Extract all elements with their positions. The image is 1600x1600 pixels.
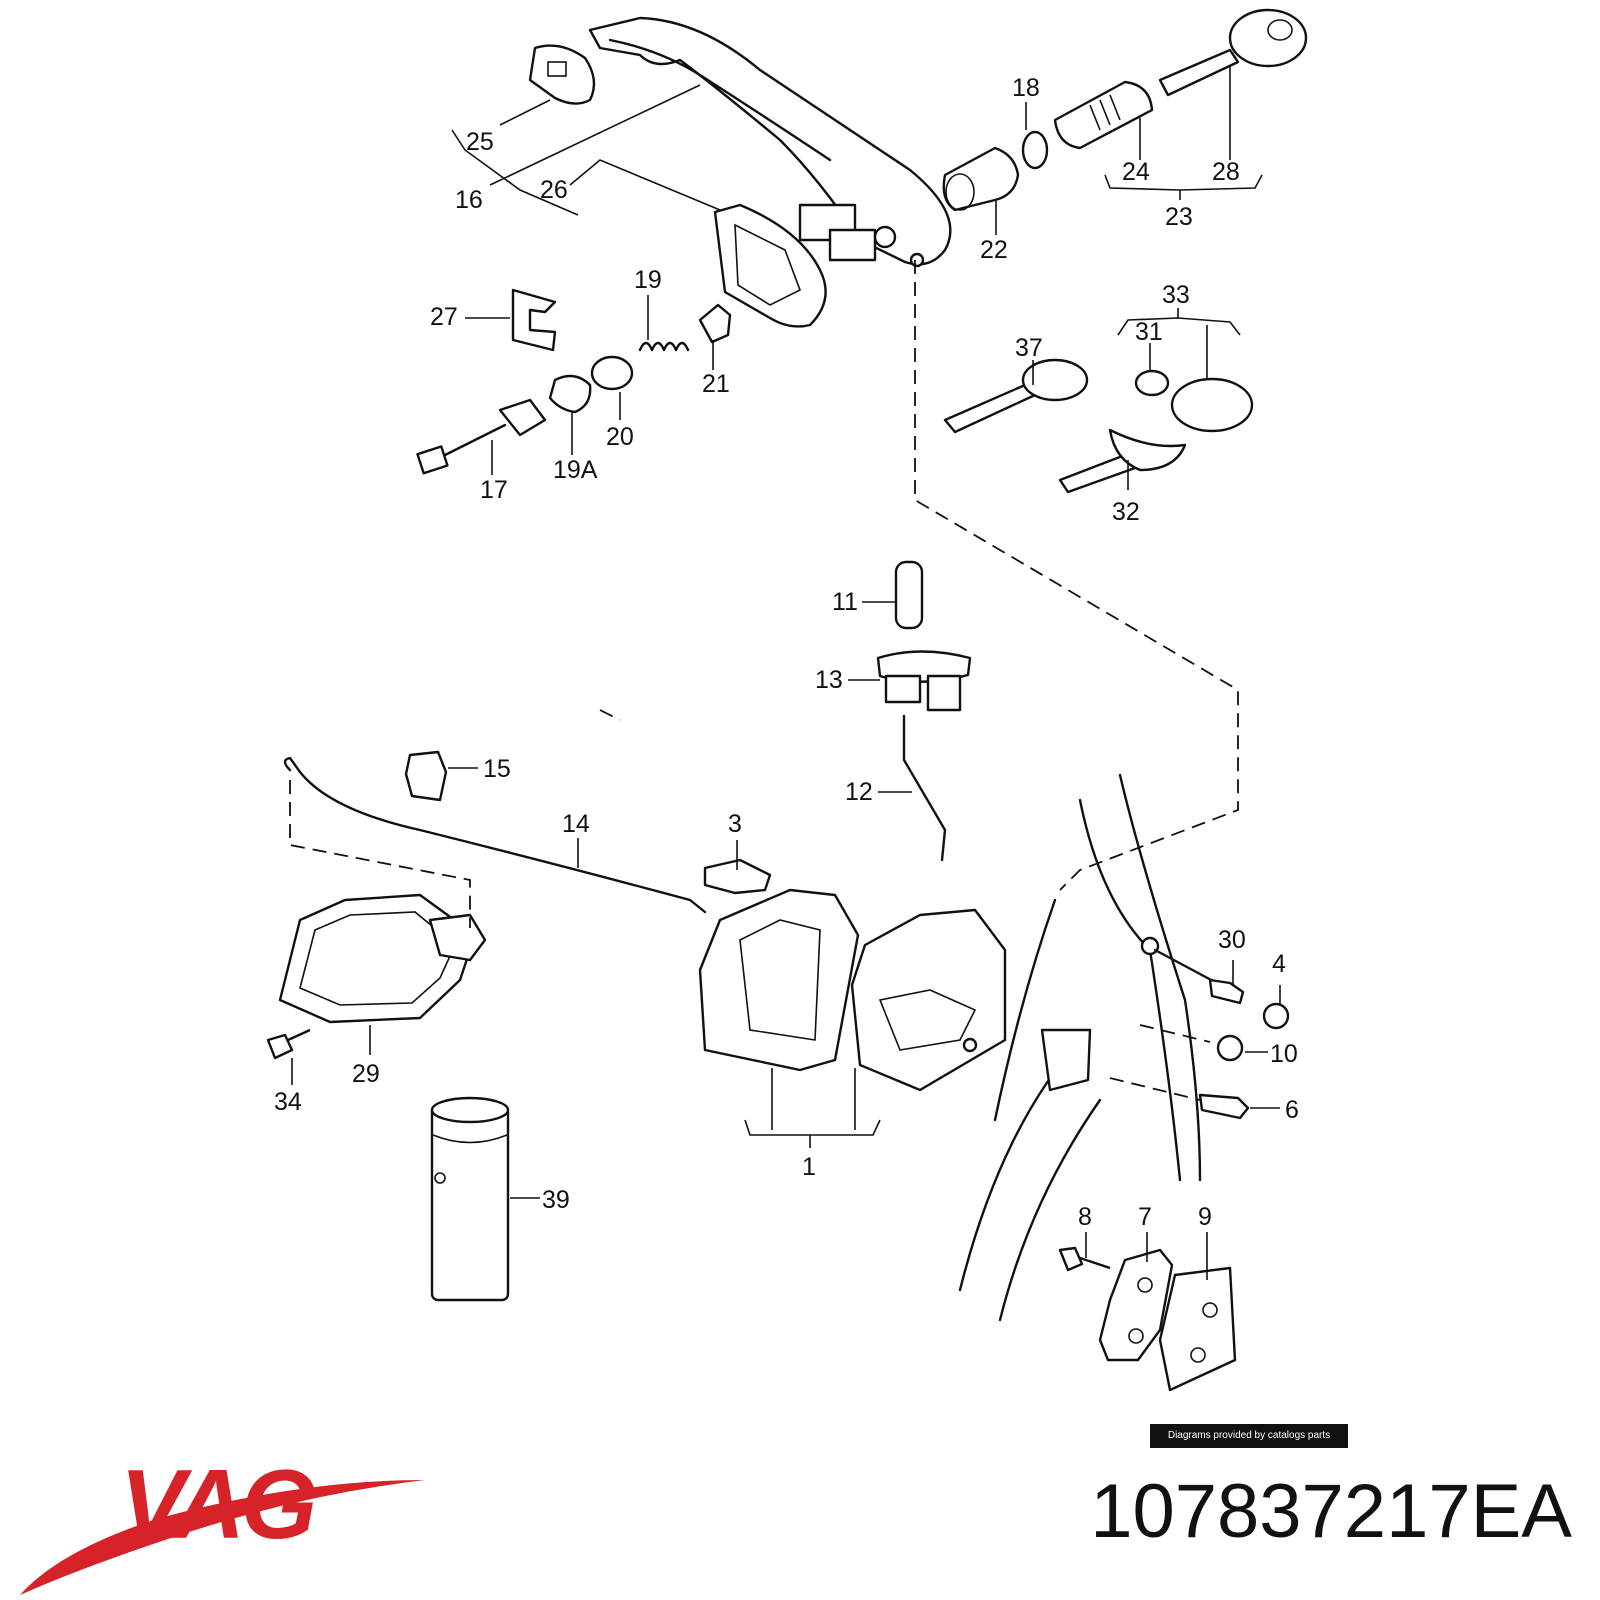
retaining-clip — [511, 288, 557, 352]
door-frame — [958, 773, 1202, 1322]
key-32 — [1058, 428, 1187, 494]
door-handle-assembly — [588, 16, 952, 328]
callout-29: 29 — [352, 1060, 380, 1088]
cam-piece — [698, 303, 732, 344]
spring — [638, 341, 690, 352]
lock-button-cap — [894, 560, 924, 630]
callout-14: 14 — [562, 810, 590, 838]
callout-12: 12 — [845, 778, 873, 806]
callout-19A: 19A — [553, 456, 598, 484]
o-ring — [1021, 130, 1049, 170]
callout-24: 24 — [1122, 158, 1150, 186]
brand-logo-text: VAG — [120, 1449, 317, 1559]
brand-swoosh — [20, 1480, 425, 1595]
callout-32: 32 — [1112, 498, 1140, 526]
handle-gasket-front — [528, 44, 596, 105]
lock-cylinder — [416, 398, 547, 475]
callout-31: 31 — [1135, 318, 1163, 346]
callout-26: 26 — [540, 176, 568, 204]
callout-11: 11 — [832, 588, 858, 616]
callout-17: 17 — [480, 476, 508, 504]
callout-10: 10 — [1270, 1040, 1298, 1068]
lock-cylinder-housing — [590, 355, 634, 391]
rod-clip — [404, 750, 448, 802]
callout-13: 13 — [815, 666, 843, 694]
diagram-credit-badge: Diagrams provided by catalogs parts — [1150, 1424, 1348, 1448]
lock-cylinder-insert — [1053, 80, 1154, 150]
part-number: 107837217EA — [1090, 1469, 1572, 1554]
key-cap — [1134, 369, 1170, 397]
callout-37: 37 — [1015, 334, 1043, 362]
callout-15: 15 — [483, 755, 511, 783]
callout-19: 19 — [634, 266, 662, 294]
lubricant-tube — [430, 1096, 510, 1302]
callout-8: 8 — [1078, 1203, 1092, 1231]
callout-16: 16 — [455, 186, 483, 214]
callout-25: 25 — [466, 128, 494, 156]
callout-27: 27 — [430, 303, 458, 331]
lock-rod — [902, 714, 947, 862]
callout-22: 22 — [980, 236, 1008, 264]
callout-labels: 25 16 26 27 19 21 20 19A 17 18 22 24 28 … — [274, 74, 1299, 1231]
callout-9: 9 — [1198, 1203, 1212, 1231]
lock-barrel — [942, 146, 1020, 212]
key-remote-housing — [1170, 377, 1254, 433]
leader-lines — [291, 65, 1281, 1280]
interior-handle — [278, 893, 487, 1024]
callout-28: 28 — [1212, 158, 1240, 186]
dashed-connector-lines — [289, 260, 1239, 928]
callout-20: 20 — [606, 423, 634, 451]
key-blank — [1158, 8, 1308, 97]
lock-button-guide — [876, 650, 972, 712]
callout-21: 21 — [702, 370, 730, 398]
fasteners — [1109, 948, 1290, 1120]
callout-34: 34 — [274, 1088, 302, 1116]
callout-39: 39 — [542, 1186, 570, 1214]
callout-3: 3 — [728, 810, 742, 838]
callout-33: 33 — [1162, 281, 1190, 309]
key-37 — [943, 358, 1089, 434]
control-rod — [283, 756, 707, 914]
screw-34 — [266, 1028, 311, 1060]
callout-18: 18 — [1012, 74, 1040, 102]
callout-7: 7 — [1138, 1203, 1152, 1231]
callout-1: 1 — [802, 1153, 816, 1181]
callout-23: 23 — [1165, 203, 1193, 231]
callout-30: 30 — [1218, 926, 1246, 954]
connector-3 — [703, 858, 772, 895]
callout-4: 4 — [1272, 950, 1286, 978]
callout-6: 6 — [1285, 1096, 1299, 1124]
lock-lever — [548, 374, 592, 414]
striker-plate-assembly — [1058, 1246, 1237, 1392]
door-lock-assembly — [698, 888, 1007, 1092]
